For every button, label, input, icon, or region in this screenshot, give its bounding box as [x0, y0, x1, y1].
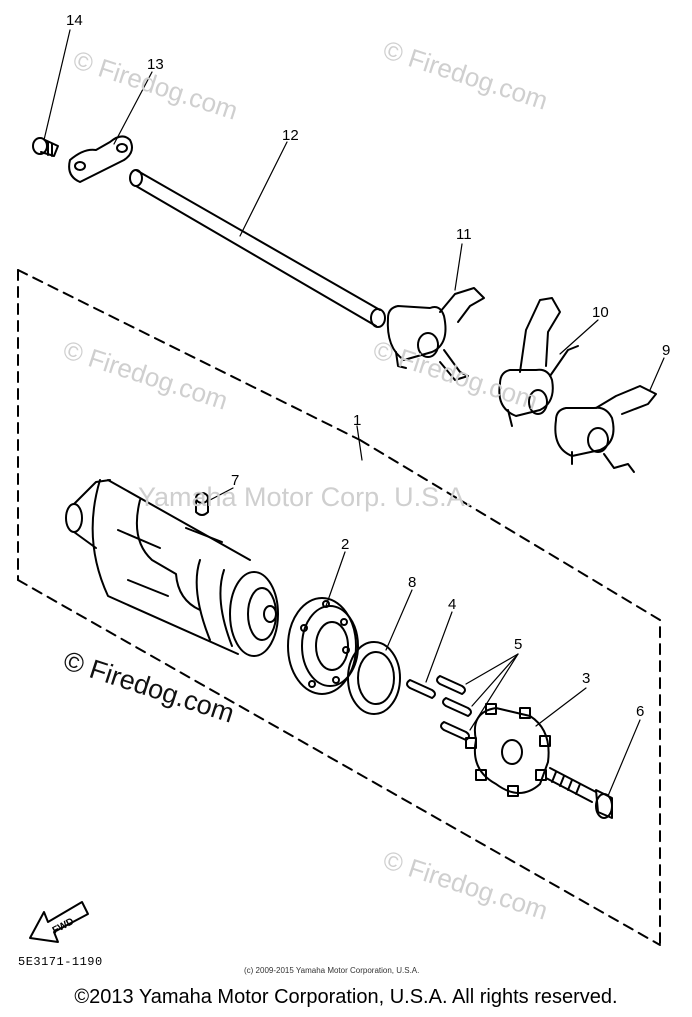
- callout-8: 8: [408, 574, 417, 591]
- callout-13: 13: [147, 56, 164, 73]
- callout-6: 6: [636, 703, 645, 720]
- callout-3: 3: [582, 670, 591, 687]
- leader-8: [385, 589, 413, 651]
- callout-1: 1: [353, 412, 362, 429]
- part-3-segment: [465, 703, 551, 797]
- callout-7: 7: [231, 472, 240, 489]
- leader-1: [356, 425, 363, 461]
- leader-5b: [471, 653, 519, 707]
- leader-9: [649, 357, 665, 391]
- part-13-stopper-plate: [68, 135, 133, 183]
- watermark-center: Yamaha Motor Corp. U.S.A.: [138, 482, 473, 512]
- part-10-shift-fork: [498, 297, 579, 427]
- leader-3: [535, 687, 587, 727]
- small-copyright: (c) 2009-2015 Yamaha Motor Corporation, …: [244, 966, 420, 975]
- part-2-bearing: [287, 597, 359, 695]
- callout-4: 4: [448, 596, 457, 613]
- callout-11: 11: [456, 226, 472, 243]
- part-1-shift-drum: [65, 479, 279, 657]
- callout-5: 5: [514, 636, 523, 653]
- callout-10: 10: [592, 304, 609, 321]
- assembly-boundary: [17, 269, 361, 441]
- leader-11: [454, 243, 463, 291]
- callout-2: 2: [341, 536, 350, 553]
- part-12-shaft: [129, 169, 386, 328]
- leader-7: [209, 487, 234, 501]
- leader-2: [325, 551, 346, 607]
- leader-13: [113, 71, 153, 145]
- part-7-pin: [195, 492, 209, 516]
- callout-14: 14: [66, 12, 83, 29]
- footer-copyright: ©2013 Yamaha Motor Corporation, U.S.A. A…: [74, 986, 618, 1008]
- part-5-pins: [436, 675, 472, 741]
- part-number: 5E3171-1190: [18, 955, 103, 969]
- part-11-shift-fork: [386, 287, 485, 381]
- part-8-washer: [347, 641, 401, 715]
- leader-5c: [469, 653, 519, 731]
- part-4-pin: [406, 679, 436, 699]
- leader-5a: [465, 653, 519, 685]
- callout-9: 9: [662, 342, 671, 359]
- part-9-shift-fork: [554, 385, 657, 473]
- part-6-bolt: [545, 767, 613, 819]
- leader-10: [559, 319, 599, 355]
- callout-12: 12: [282, 127, 299, 144]
- fwd-arrow-icon: [29, 901, 89, 943]
- leader-14: [43, 29, 71, 141]
- leader-6: [607, 719, 641, 797]
- leader-12: [239, 141, 288, 237]
- leader-4: [425, 611, 453, 683]
- part-14-screw: [32, 137, 59, 157]
